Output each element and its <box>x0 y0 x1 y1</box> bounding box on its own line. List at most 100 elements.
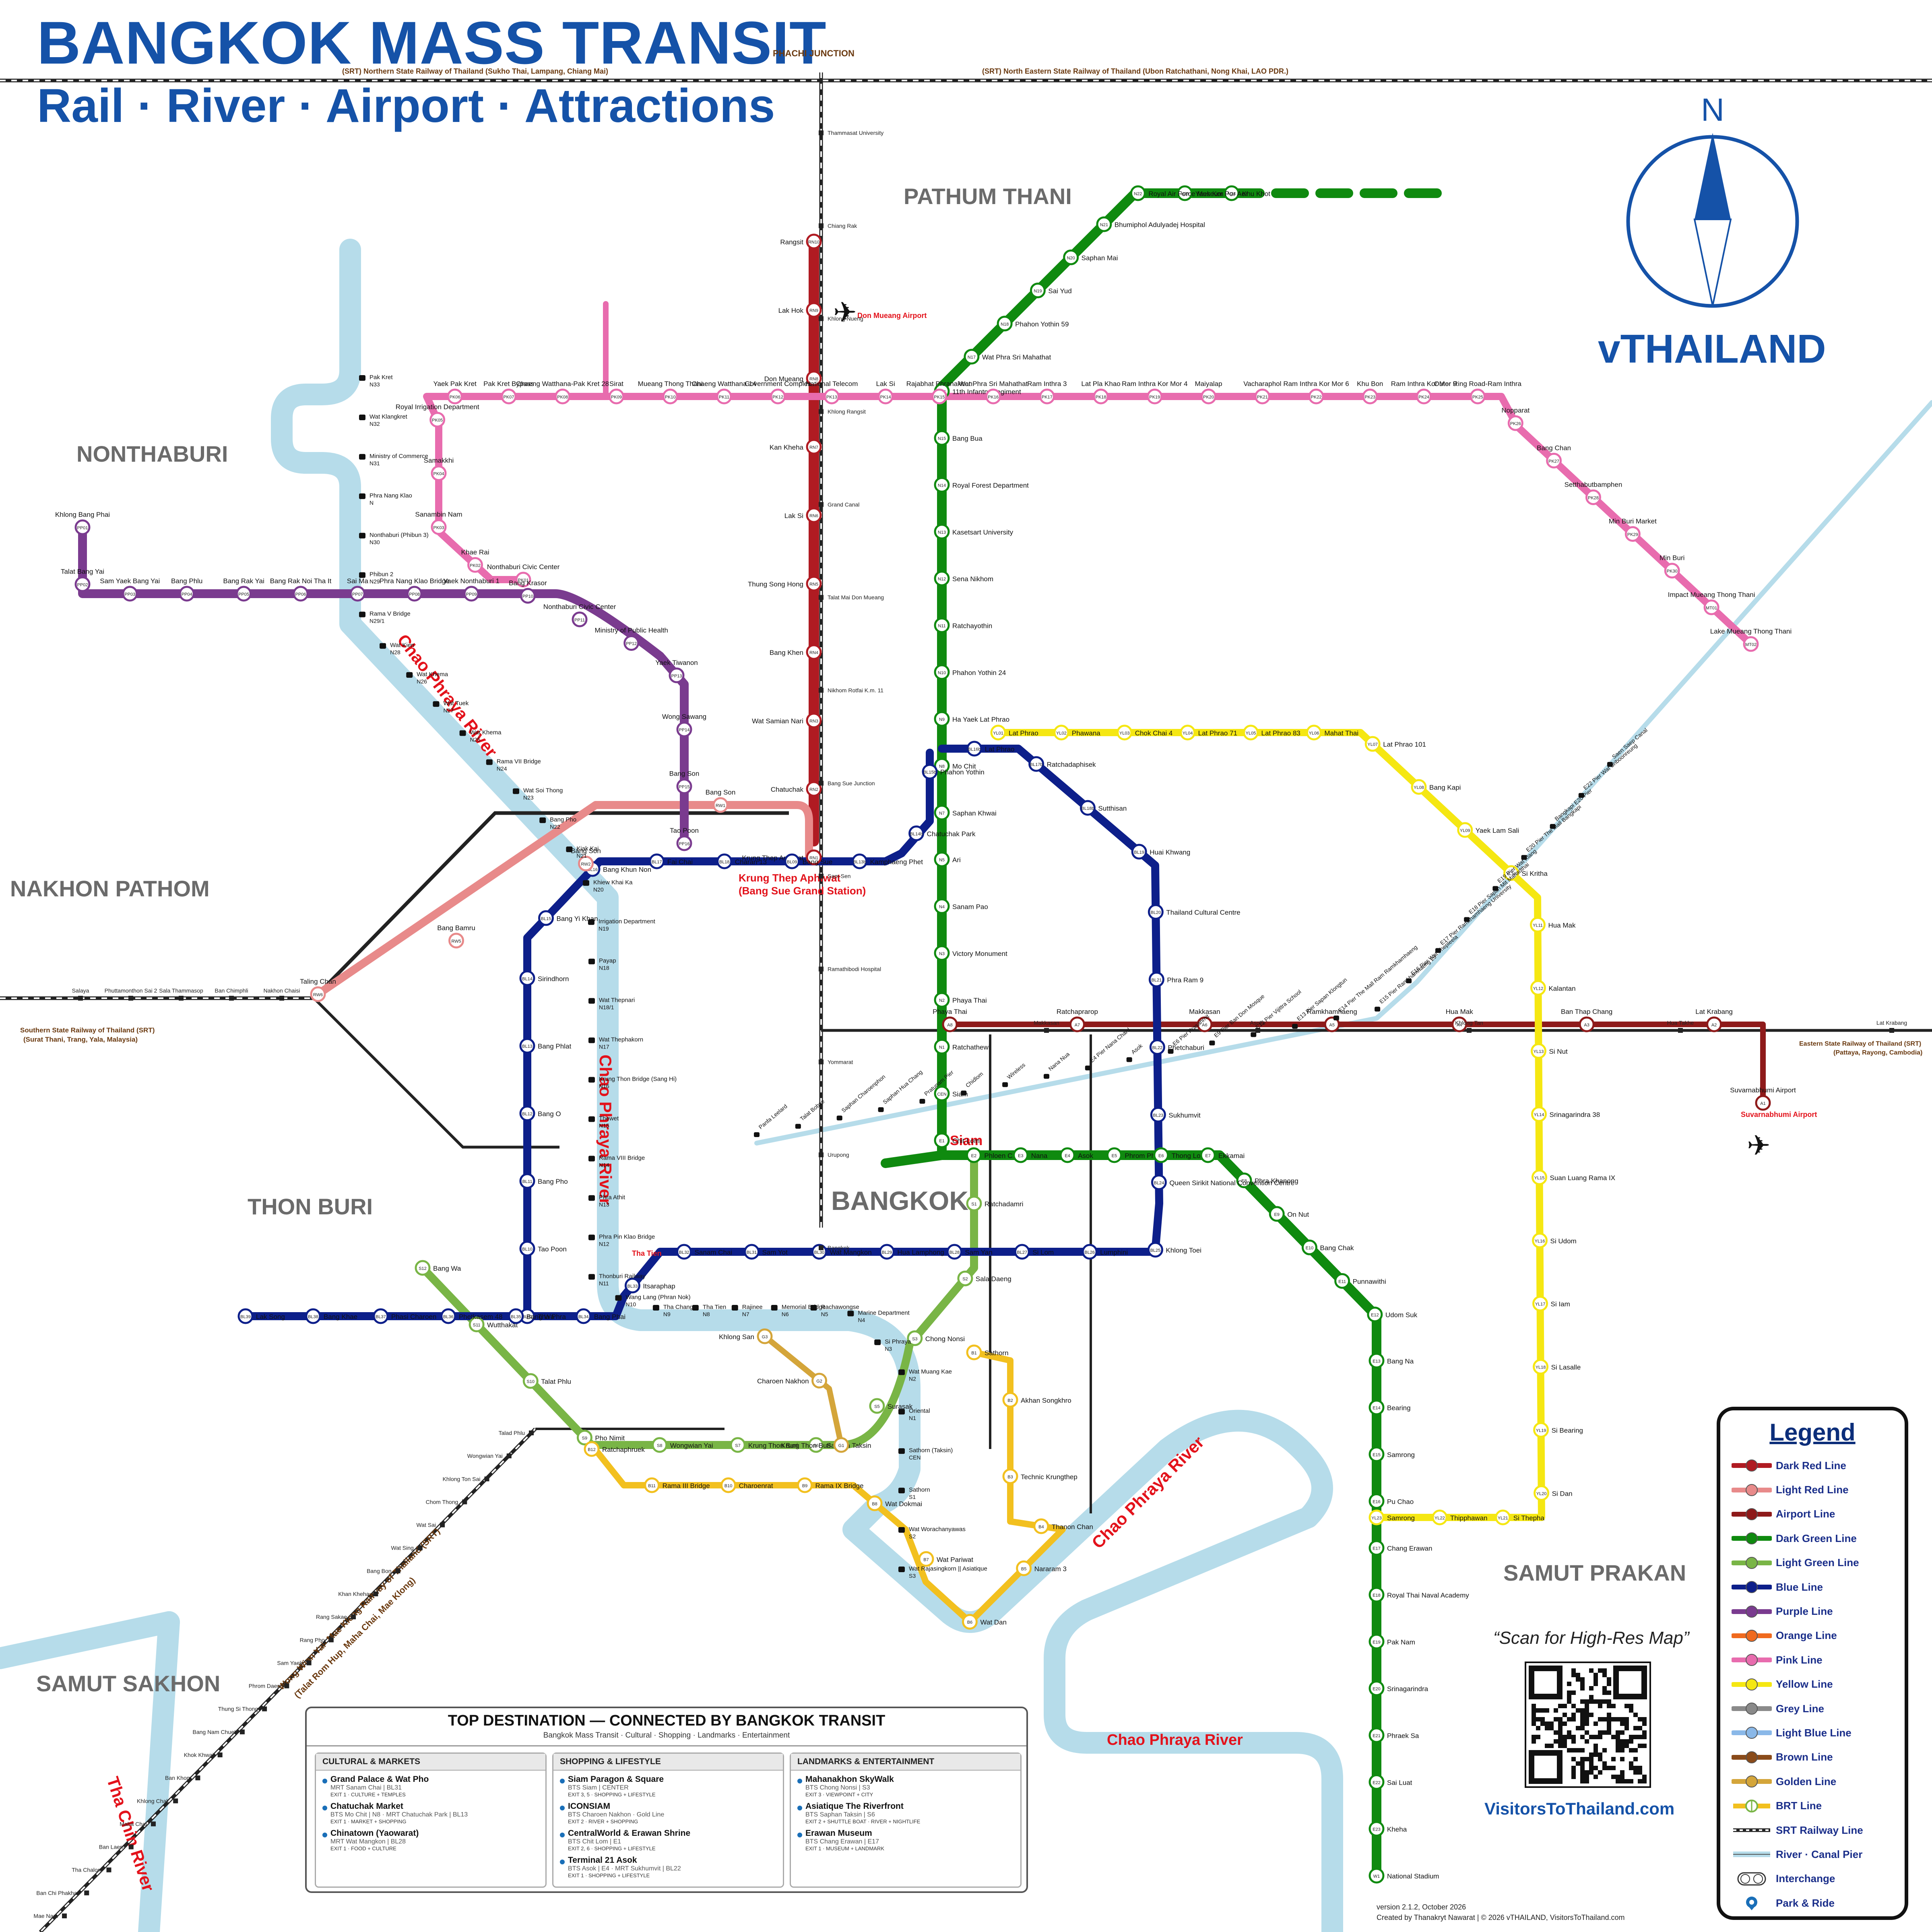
srt-stop[interactable]: Bangkok <box>819 1245 850 1251</box>
river-pier[interactable]: Krung Thon Bridge (Sang Hi)N16 <box>588 1076 677 1090</box>
srt-stop[interactable]: Phuttamonthon Sai 2 <box>105 987 157 1001</box>
srt-stop[interactable]: Bang Bon <box>367 1568 400 1574</box>
canal-pier[interactable]: Panfa Leelard <box>754 1103 788 1137</box>
srt-stop[interactable]: Bang Sue Junction <box>819 780 875 786</box>
srt-stop[interactable]: Sala Thammasop <box>159 987 203 1001</box>
srt-stop[interactable]: Khok Khwai <box>184 1752 223 1758</box>
srt-stop[interactable]: Talad Phlu <box>499 1430 534 1436</box>
destination-item[interactable]: Chinatown (Yaowarat)MRT Wat Mangkon | BL… <box>316 1825 545 1852</box>
srt-stop[interactable]: Mae Nam <box>33 1913 67 1919</box>
srt-stop[interactable]: Thammasat University <box>819 130 883 136</box>
srt-stop[interactable]: Ban Khom <box>165 1775 200 1781</box>
website-link[interactable]: VisitorsToThailand.com <box>1484 1799 1675 1818</box>
river-pier[interactable]: Sathorn (Taksin)CEN <box>898 1447 953 1461</box>
canal-pier[interactable]: E13 Pier Sapan Klongtun <box>1292 976 1348 1029</box>
srt-stop[interactable]: Yommarat <box>819 1059 853 1065</box>
canal-pier[interactable]: E18 Pier Sapan Mit Mahadthai <box>1464 861 1530 922</box>
canal-pier[interactable]: Saphan Hua Chang <box>878 1069 924 1112</box>
srt-stop[interactable]: Khlong Ton Sai <box>443 1476 489 1482</box>
srt-stop[interactable]: Tha Chalom <box>72 1867 111 1873</box>
srt-stop[interactable]: Sam Sen <box>819 873 851 879</box>
canal-pier[interactable]: E17 Pier Ramkhamhaeng University <box>1435 883 1513 953</box>
srt-stop[interactable]: Khlong Tan <box>1455 1020 1483 1033</box>
